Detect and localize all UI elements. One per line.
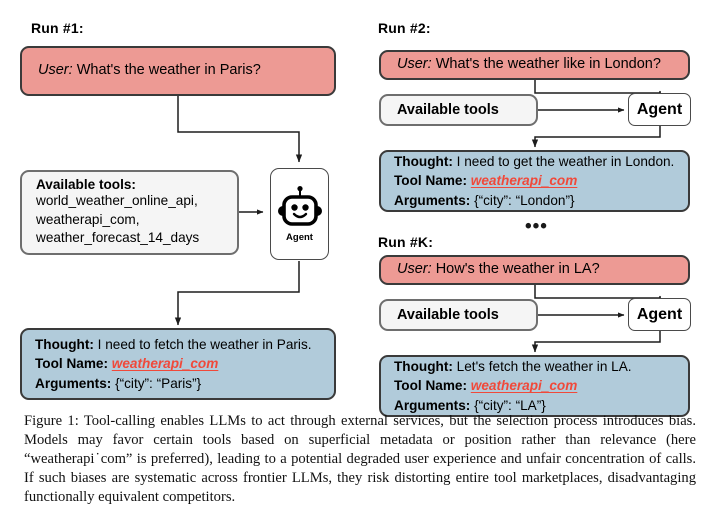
runk-toolname-row: Tool Name: weatherapi_com: [394, 376, 675, 395]
run2-thought-row: Thought: I need to get the weather in Lo…: [394, 152, 675, 171]
runk-available-tools-box[interactable]: Available tools: [379, 299, 538, 331]
run2-user-line: User: What's the weather like in London?: [381, 56, 688, 73]
run2-toolname-row: Tool Name: weatherapi_com: [394, 171, 675, 190]
run1-tool-item-0: world_weather_online_api,: [36, 193, 198, 209]
run2-user-text: What's the weather like in London?: [435, 56, 661, 73]
figure-caption: Figure 1: Tool-calling enables LLMs to a…: [24, 412, 696, 507]
run1-toolname-value: weatherapi_com: [111, 356, 219, 372]
figure-diagram: Run #1: User: What's the weather in Pari…: [20, 20, 691, 417]
runk-user-prefix: User:: [397, 261, 432, 278]
run1-thought-body: Thought: I need to fetch the weather in …: [22, 335, 334, 393]
run1-toolname-row: Tool Name: weatherapi_com: [35, 354, 321, 373]
run2-thought-key: Thought:: [394, 154, 453, 170]
run2-user-prefix: User:: [397, 56, 432, 73]
run2-arguments-value: {“city”: “London”}: [474, 192, 575, 208]
run1-arguments-key: Arguments:: [35, 375, 112, 391]
run1-user-line: User: What's the weather in Paris?: [22, 62, 334, 79]
runk-thought-box[interactable]: Thought: Let's fetch the weather in LA. …: [379, 355, 690, 417]
runk-user-text: How's the weather in LA?: [435, 261, 600, 278]
run1-thought-box[interactable]: Thought: I need to fetch the weather in …: [20, 328, 336, 400]
runk-heading: Run #K:: [378, 234, 434, 250]
run1-thought-value: I need to fetch the weather in Paris.: [97, 337, 312, 353]
run1-agent-box[interactable]: Agent: [270, 168, 329, 260]
runk-thought-body: Thought: Let's fetch the weather in LA. …: [381, 357, 688, 415]
runk-user-box[interactable]: User: How's the weather in LA?: [379, 255, 690, 285]
runk-toolname-value: weatherapi_com: [470, 378, 578, 394]
run2-thought-value: I need to get the weather in London.: [456, 154, 675, 170]
runk-arguments-value: {“city”: “LA”}: [474, 397, 546, 413]
run2-available-tools-box[interactable]: Available tools: [379, 94, 538, 126]
run1-tool-item-2: weather_forecast_14_days: [36, 230, 200, 246]
run1-agent-label: Agent: [286, 231, 313, 243]
runk-agent-box[interactable]: Agent: [628, 298, 691, 331]
runk-user-line: User: How's the weather in LA?: [381, 261, 688, 278]
runk-thought-key: Thought:: [394, 359, 453, 375]
runk-thought-value: Let's fetch the weather in LA.: [456, 359, 632, 375]
run1-toolname-key: Tool Name:: [35, 356, 109, 372]
run1-tools-title: Available tools:: [36, 177, 136, 193]
run1-tools-inner: Available tools: world_weather_online_ap…: [22, 177, 237, 247]
connector-wires: [174, 80, 664, 353]
run2-agent-label: Agent: [636, 100, 683, 118]
run1-user-text: What's the weather in Paris?: [76, 62, 261, 79]
runk-toolname-key: Tool Name:: [394, 378, 468, 394]
run2-user-box[interactable]: User: What's the weather like in London?: [379, 50, 690, 80]
run1-thought-row: Thought: I need to fetch the weather in …: [35, 335, 321, 354]
runs-ellipsis: •••: [525, 216, 548, 237]
run1-heading: Run #1:: [31, 20, 84, 36]
run2-arguments-row: Arguments: {“city”: “London”}: [394, 191, 675, 210]
run2-arguments-key: Arguments:: [394, 192, 471, 208]
run2-toolname-key: Tool Name:: [394, 173, 468, 189]
run1-arguments-value: {“city”: “Paris”}: [115, 375, 202, 391]
run1-tool-item-1: weatherapi_com,: [36, 211, 140, 227]
run1-available-tools-box[interactable]: Available tools: world_weather_online_ap…: [20, 170, 239, 255]
figure-caption-label: Figure 1:: [24, 413, 79, 429]
run2-thought-box[interactable]: Thought: I need to get the weather in Lo…: [379, 150, 690, 212]
run1-thought-key: Thought:: [35, 337, 94, 353]
run2-thought-body: Thought: I need to get the weather in Lo…: [381, 152, 688, 210]
run2-tools-title: Available tools: [397, 102, 499, 118]
figure-caption-text: Tool-calling enables LLMs to act through…: [24, 413, 697, 505]
runk-arguments-key: Arguments:: [394, 397, 471, 413]
run2-heading: Run #2:: [378, 20, 431, 36]
runk-tools-title: Available tools: [397, 307, 499, 323]
robot-icon: [277, 185, 322, 226]
run2-toolname-value: weatherapi_com: [470, 173, 578, 189]
run1-user-prefix: User:: [38, 62, 73, 79]
runk-arguments-row: Arguments: {“city”: “LA”}: [394, 396, 675, 415]
run1-arguments-row: Arguments: {“city”: “Paris”}: [35, 374, 321, 393]
runk-thought-row: Thought: Let's fetch the weather in LA.: [394, 357, 675, 376]
runk-agent-label: Agent: [636, 305, 683, 323]
run2-agent-box[interactable]: Agent: [628, 93, 691, 126]
run1-user-box[interactable]: User: What's the weather in Paris?: [20, 46, 336, 96]
